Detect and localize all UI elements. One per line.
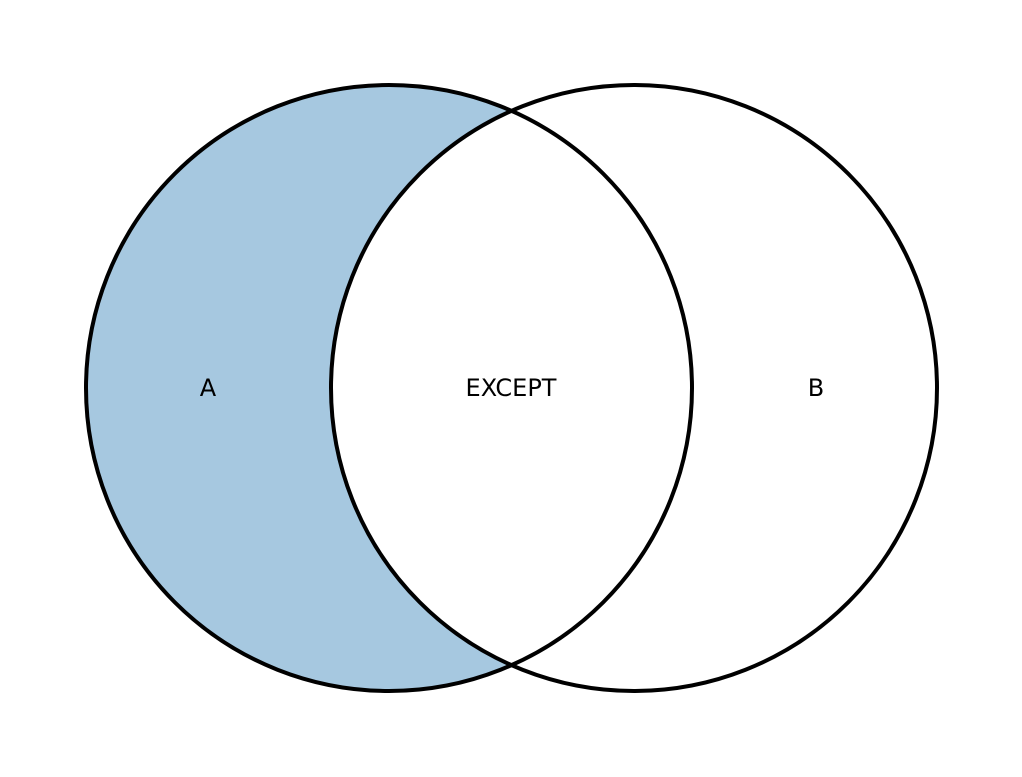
circle-a (84, 83, 694, 693)
label-intersection: EXCEPT (466, 374, 557, 402)
label-b: B (808, 374, 824, 402)
circle-b (329, 83, 939, 693)
label-a: A (200, 374, 217, 402)
region-a-only (86, 85, 692, 691)
